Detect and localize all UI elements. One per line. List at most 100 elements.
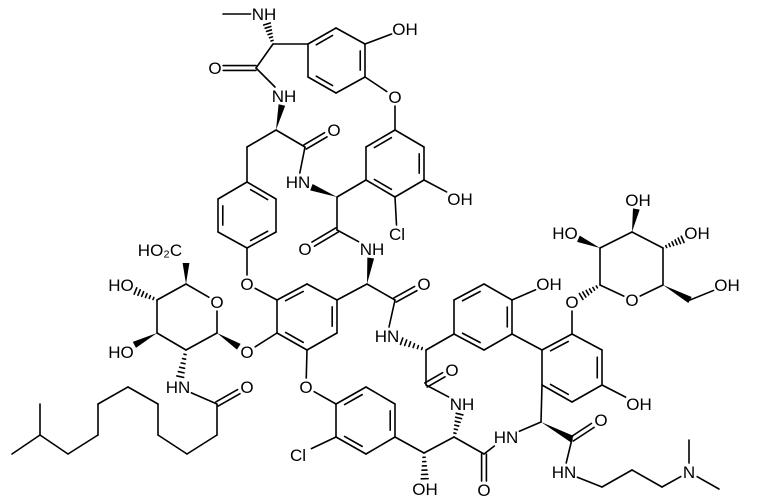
atom-label: HN bbox=[166, 378, 191, 397]
atom-label: O bbox=[388, 88, 401, 107]
hash-bond bbox=[680, 235, 685, 244]
hash-bond bbox=[671, 241, 675, 247]
hash-bond bbox=[454, 420, 461, 424]
double-bond bbox=[572, 426, 595, 442]
atom-label: O bbox=[477, 481, 490, 500]
atom-label: NH bbox=[360, 240, 385, 259]
atom-label: O bbox=[298, 240, 311, 259]
hash-bond bbox=[677, 237, 682, 245]
single-bond bbox=[275, 129, 306, 148]
hash-bond bbox=[178, 366, 186, 370]
wedge-bond bbox=[541, 422, 574, 442]
double-bond bbox=[215, 388, 239, 403]
wedge-bond bbox=[663, 285, 692, 303]
single-bond bbox=[185, 332, 218, 351]
atom-label: HO bbox=[108, 276, 134, 295]
atom-label: O bbox=[299, 378, 312, 397]
single-bond bbox=[67, 434, 99, 455]
single-bond bbox=[246, 129, 277, 148]
single-bond bbox=[185, 283, 210, 299]
double-bond bbox=[302, 131, 326, 146]
aromatic-inner-bond bbox=[549, 340, 570, 352]
single-bond bbox=[310, 436, 337, 450]
hash-bond bbox=[578, 292, 584, 301]
wedge-bond bbox=[217, 333, 241, 350]
single-bond bbox=[298, 146, 306, 174]
ring-bond bbox=[335, 436, 367, 455]
ring-bond bbox=[307, 27, 337, 45]
single-bond bbox=[364, 76, 388, 93]
double-bond bbox=[305, 136, 328, 150]
ring-bond bbox=[306, 283, 338, 301]
double-bond bbox=[217, 392, 241, 407]
single-bond bbox=[696, 475, 720, 490]
single-bond bbox=[661, 475, 682, 488]
single-bond bbox=[518, 421, 542, 433]
atom-label: HO bbox=[552, 224, 578, 243]
atom-label: O bbox=[210, 293, 223, 312]
single-bond bbox=[631, 231, 664, 249]
ring-bond bbox=[246, 231, 277, 249]
ring-bond bbox=[483, 283, 513, 301]
hash-bond bbox=[455, 412, 464, 416]
single-bond bbox=[313, 390, 337, 405]
ring-bond bbox=[571, 384, 603, 403]
atom-label: NH bbox=[450, 395, 475, 414]
hash-bond bbox=[412, 342, 416, 349]
single-bond bbox=[388, 299, 396, 328]
atom-label: OH bbox=[412, 480, 438, 499]
single-bond bbox=[631, 469, 663, 488]
aromatic-inner-bond bbox=[284, 331, 305, 344]
hash-bond bbox=[181, 357, 187, 361]
hash-bond bbox=[148, 294, 152, 300]
hash-bond bbox=[420, 346, 424, 351]
atom-label: OH bbox=[625, 191, 651, 210]
atom-label: N bbox=[683, 463, 695, 482]
atom-label: O bbox=[445, 361, 458, 380]
single-bond bbox=[336, 283, 368, 301]
hash-bond bbox=[133, 287, 138, 296]
single-bond bbox=[127, 386, 159, 405]
atom-label: Cl bbox=[290, 446, 306, 465]
wedge-bond bbox=[632, 208, 640, 232]
atom-label: OH bbox=[684, 224, 710, 243]
aromatic-inner-bond bbox=[315, 75, 334, 87]
hash-bond bbox=[581, 291, 587, 298]
ring-bond bbox=[541, 384, 573, 403]
hash-bond bbox=[595, 285, 599, 289]
atom-label: O bbox=[240, 378, 253, 397]
atom-label: HO bbox=[108, 343, 134, 362]
ring-bond bbox=[541, 333, 573, 351]
aromatic-inner-bond bbox=[343, 393, 363, 406]
hash-bond bbox=[453, 424, 460, 427]
single-bond bbox=[336, 229, 360, 243]
double-bond bbox=[313, 231, 340, 247]
atom-label: O bbox=[208, 59, 221, 78]
single-bond bbox=[305, 349, 308, 379]
ring-bond bbox=[217, 181, 248, 200]
single-bond bbox=[394, 436, 425, 454]
single-bond bbox=[366, 283, 396, 301]
ring-bond bbox=[307, 76, 337, 94]
single-bond bbox=[639, 284, 664, 297]
wedge-bond bbox=[276, 104, 286, 130]
single-bond bbox=[157, 434, 188, 455]
ring-bond bbox=[276, 332, 308, 351]
atom-label: HN bbox=[494, 428, 519, 447]
hash-bond bbox=[588, 288, 593, 294]
atom-label: O bbox=[240, 343, 253, 362]
atom-label: OH bbox=[536, 275, 562, 294]
hash-bond bbox=[665, 244, 668, 249]
hash-bond bbox=[674, 239, 678, 246]
hash-bond bbox=[453, 432, 457, 435]
hash-bond bbox=[592, 286, 596, 291]
single-bond bbox=[576, 476, 603, 488]
double-bond bbox=[424, 371, 444, 384]
wedge-bond bbox=[132, 333, 157, 348]
atom-label: NH bbox=[252, 5, 277, 24]
wedge-bond bbox=[182, 263, 190, 284]
single-bond bbox=[255, 43, 274, 69]
double-bond bbox=[311, 227, 337, 243]
aromatic-inner-bond bbox=[373, 136, 393, 149]
